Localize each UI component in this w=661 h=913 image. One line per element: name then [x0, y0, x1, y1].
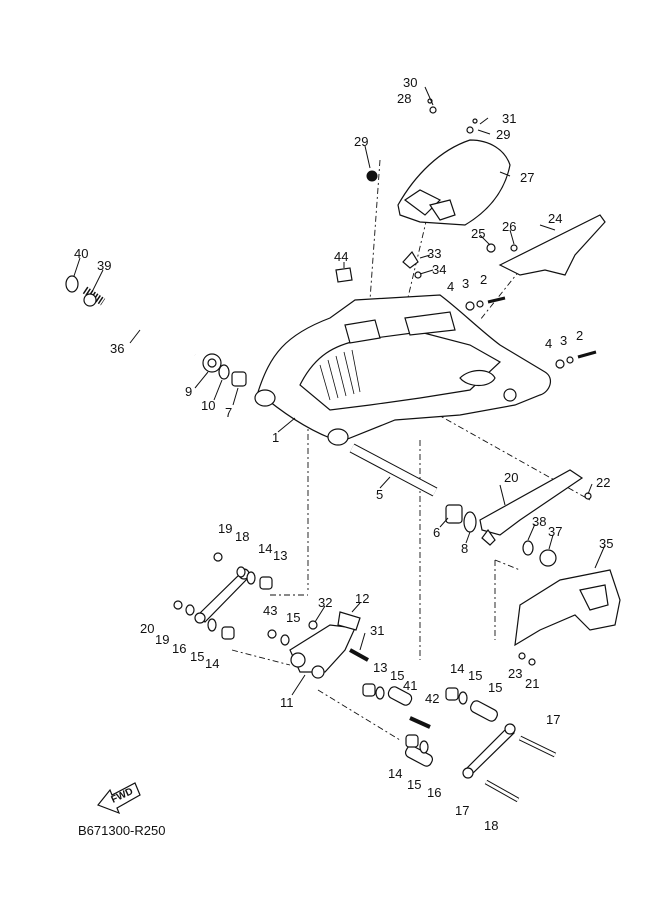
part-number-15: 15 [407, 777, 421, 792]
part-number-9: 9 [185, 384, 192, 399]
pivot-shaft [82, 286, 196, 357]
part-number-38: 37 [548, 524, 562, 539]
part-number-14: 14 [388, 766, 402, 781]
part-number-3: 3 [560, 333, 567, 348]
part-number-18: 18 [484, 818, 498, 833]
catalog-code: B671300-R250 [78, 823, 165, 838]
part-number-3: 3 [462, 276, 469, 291]
part-number-14: 13 [273, 548, 287, 563]
part-number-24: 23 [508, 666, 522, 681]
part-number-12: 12 [355, 591, 369, 606]
part-number-15: 15 [190, 649, 204, 664]
part-number-42: 41 [403, 678, 417, 693]
fasteners-upper [335, 98, 597, 666]
part-number-31: 31 [502, 111, 516, 126]
part-number-20: 20 [140, 621, 154, 636]
part-number-40: 39 [97, 258, 111, 273]
part-number-14: 14 [205, 656, 219, 671]
part-number-8: 8 [461, 541, 468, 556]
part-number-36: 35 [599, 536, 613, 551]
part-number-1: 1 [272, 430, 279, 445]
part-number-45: 44 [334, 249, 348, 264]
part-number-2: 2 [576, 328, 583, 343]
bearings-and-washers [173, 552, 468, 754]
part-number-11: 11 [280, 695, 294, 710]
part-number-15: 14 [258, 541, 272, 556]
part-number-22: 21 [525, 676, 539, 691]
part-number-17: 17 [455, 803, 469, 818]
chain-guide [479, 469, 584, 546]
part-number-14: 14 [450, 661, 464, 676]
part-number-23: 22 [596, 475, 610, 490]
rear-axle [349, 443, 438, 497]
part-number-15: 15 [468, 668, 482, 683]
part-number-27: 26 [502, 219, 516, 234]
part-number-6: 6 [433, 525, 440, 540]
rear-fender [397, 139, 511, 226]
part-number-34: 33 [427, 246, 441, 261]
part-number-10: 10 [201, 398, 215, 413]
part-number-15: 15 [390, 668, 404, 683]
part-number-43: 42 [425, 691, 439, 706]
connecting-rod-lower [462, 723, 516, 779]
part-number-28: 27 [520, 170, 534, 185]
relay-arm [289, 611, 361, 679]
part-number-41: 40 [74, 246, 88, 261]
part-number-31: 30 [403, 75, 417, 90]
part-number-18: 17 [546, 712, 560, 727]
part-number-35: 34 [432, 262, 446, 277]
part-number-15: 15 [286, 610, 300, 625]
part-number-7: 7 [225, 405, 232, 420]
part-number-16: 16 [427, 785, 441, 800]
part-number-44: 43 [263, 603, 277, 618]
part-number-32: 31 [370, 623, 384, 638]
part-number-17: 16 [172, 641, 186, 656]
chain-cover-upper [498, 214, 606, 276]
part-number-20: 19 [218, 521, 232, 536]
part-number-19: 19 [155, 632, 169, 647]
swingarm [254, 294, 552, 446]
part-number-4: 4 [447, 279, 454, 294]
part-number-37: 36 [110, 341, 124, 356]
part-number-39: 38 [532, 514, 546, 529]
part-number-4: 4 [545, 336, 552, 351]
chain-cover-lower [514, 569, 621, 647]
part-number-21: 20 [504, 470, 518, 485]
part-number-29: 28 [397, 91, 411, 106]
fwd-arrow-icon: FWD [97, 782, 141, 815]
part-number-2: 2 [480, 272, 487, 287]
leader-lines [73, 86, 606, 696]
part-number-29: 29 [496, 127, 510, 142]
part-number-25: 24 [548, 211, 562, 226]
part-number-16: 15 [488, 680, 502, 695]
part-number-26: 25 [471, 226, 485, 241]
part-number-19: 18 [235, 529, 249, 544]
part-labels: 1 2 2 3 3 4 4 5 6 7 8 9 10 11 12 13 13 1… [74, 75, 613, 833]
part-number-33: 32 [318, 595, 332, 610]
part-number-30: 29 [354, 134, 368, 149]
part-number-5: 5 [376, 487, 383, 502]
part-number-13: 13 [373, 660, 387, 675]
